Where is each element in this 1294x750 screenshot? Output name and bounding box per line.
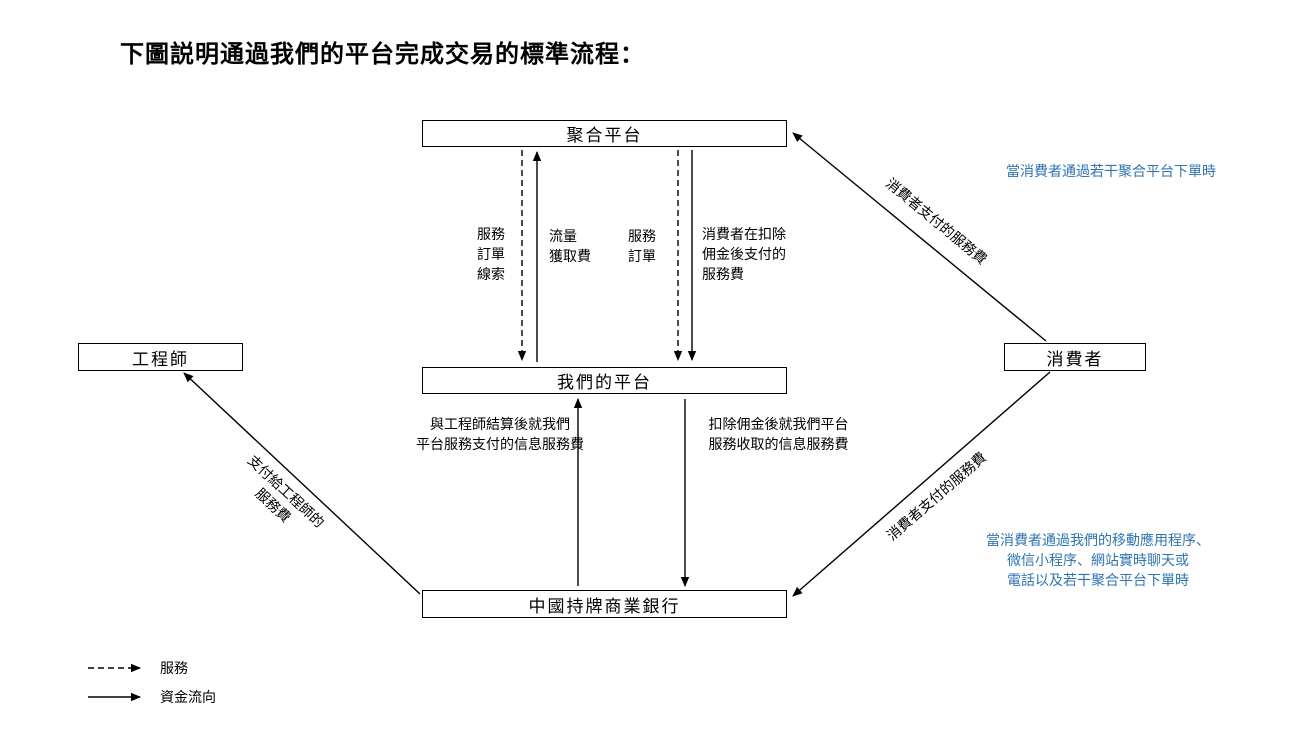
annotation-order-direct-channels: 當消費者通過我們的移動應用程序、 微信小程序、網站實時聊天或 電話以及若干聚合平… xyxy=(986,534,1210,589)
legend-fund-flow-label: 資金流向 xyxy=(160,691,216,706)
box-bank: 中國持牌商業銀行 xyxy=(422,590,787,618)
label-service-order-leads: 服務 訂單 線索 xyxy=(477,228,505,283)
label-consumer-fee-after-commission: 消費者在扣除 佣金後支付的 服務費 xyxy=(702,228,786,283)
box-aggregation-platform-label: 聚合平台 xyxy=(566,126,643,145)
label-fee-collected-after-commission: 扣除佣金後就我們平台 服務收取的信息服務費 xyxy=(708,418,849,453)
legend-service-label: 服務 xyxy=(160,662,188,677)
box-consumer-label: 消費者 xyxy=(1046,349,1104,369)
label-traffic-acquisition-fee: 流量 獲取費 xyxy=(549,230,591,265)
label-service-order: 服務 訂單 xyxy=(628,230,656,265)
box-bank-label: 中國持牌商業銀行 xyxy=(528,596,681,616)
consumer-to-bank-arrow xyxy=(792,371,1051,597)
label-fee-paid-after-engineer-settlement: 與工程師結算後就我們 平台服務支付的信息服務費 xyxy=(416,418,584,453)
box-engineer-label: 工程師 xyxy=(132,349,189,369)
diagram-title: 下圖説明通過我們的平台完成交易的標準流程： xyxy=(120,42,645,68)
box-our-platform-label: 我們的平台 xyxy=(557,373,652,392)
box-consumer: 消費者 xyxy=(1004,343,1146,371)
box-aggregation-platform: 聚合平台 xyxy=(422,120,787,147)
box-our-platform: 我們的平台 xyxy=(422,367,787,394)
consumer-to-aggregation-arrow xyxy=(792,132,1047,342)
box-engineer: 工程師 xyxy=(78,343,243,371)
annotation-order-via-aggregation: 當消費者通過若干聚合平台下單時 xyxy=(1006,165,1216,180)
bank-to-engineer-arrow xyxy=(183,372,421,595)
